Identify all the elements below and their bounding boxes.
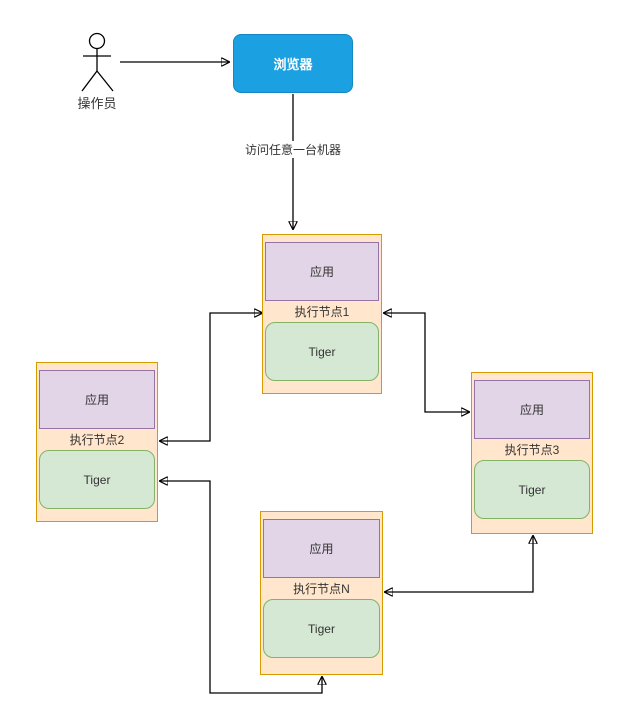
node-exec-1: 应用 执行节点1 Tiger <box>262 234 382 394</box>
app-box: 应用 <box>39 370 155 429</box>
actor-figure <box>81 32 114 92</box>
edge-nodeN-node3 <box>385 536 533 592</box>
edge-label-access-any-machine: 访问任意一台机器 <box>241 141 345 158</box>
actor-head <box>88 32 106 50</box>
actor-leg-right <box>96 70 114 92</box>
node-exec-3: 应用 执行节点3 Tiger <box>471 372 593 534</box>
tiger-box: Tiger <box>265 322 379 381</box>
node-exec-n: 应用 执行节点N Tiger <box>260 511 383 675</box>
actor-label: 操作员 <box>77 96 117 111</box>
tiger-box: Tiger <box>263 599 380 658</box>
edge-node1-node3 <box>384 313 469 412</box>
app-box: 应用 <box>263 519 380 578</box>
app-box: 应用 <box>265 242 379 301</box>
tiger-box: Tiger <box>474 460 590 519</box>
node-label: 执行节点1 <box>294 305 350 319</box>
edge-node1-node2 <box>160 313 262 441</box>
actor-leg-left <box>81 70 98 92</box>
node-exec-2: 应用 执行节点2 Tiger <box>36 362 158 522</box>
node-label: 执行节点2 <box>69 433 125 447</box>
browser-node: 浏览器 <box>233 34 353 93</box>
tiger-box: Tiger <box>39 450 155 509</box>
browser-label: 浏览器 <box>273 57 313 72</box>
node-label: 执行节点3 <box>504 443 560 457</box>
node-label: 执行节点N <box>293 582 350 596</box>
app-box: 应用 <box>474 380 590 439</box>
